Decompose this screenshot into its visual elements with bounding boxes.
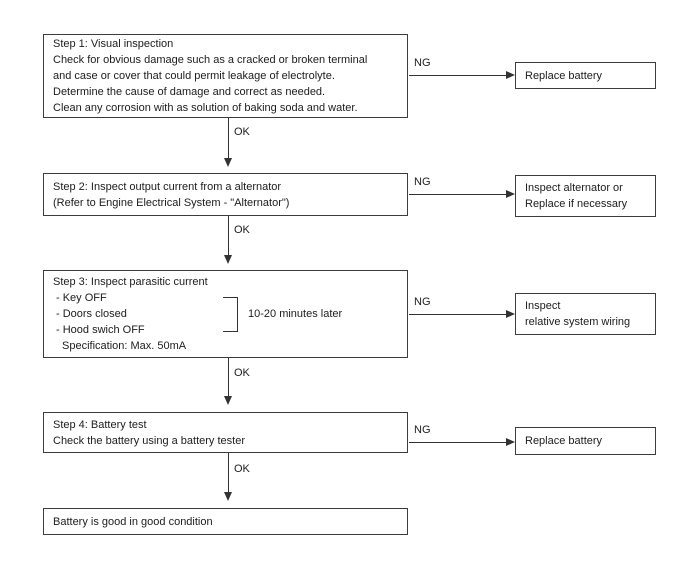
ng-label-2: NG (414, 176, 431, 188)
step-1-line-4: Determine the cause of damage and correc… (53, 86, 326, 98)
ok-label-1: OK (234, 126, 250, 138)
ok-connector-3-arrowhead-icon (224, 396, 232, 405)
step-4-line-1: Step 4: Battery test (53, 418, 147, 431)
ng-connector-2-line (409, 194, 506, 195)
step-3-bracket-note: 10-20 minutes later (248, 308, 343, 320)
ok-connector-2-arrowhead-icon (224, 255, 232, 264)
step-3-line-5: Specification: Max. 50mA (62, 340, 187, 352)
step-3-line-1: Step 3: Inspect parasitic current (53, 276, 208, 288)
ng-connector-1-arrowhead-icon (506, 71, 515, 79)
ng-action-1-line-1: Replace battery (525, 69, 603, 82)
step-2-line-2: (Refer to Engine Electrical System - "Al… (53, 196, 290, 209)
step-3-line-2: - Key OFF (56, 292, 107, 304)
ng-action-2-inspect-alternator-box: Inspect alternator or Replace if necessa… (515, 175, 656, 217)
ng-connector-3-arrowhead-icon (506, 310, 515, 318)
ok-connector-2-line (228, 216, 229, 255)
ok-connector-4-line (228, 453, 229, 492)
step-3-line-4: - Hood swich OFF (56, 324, 145, 336)
ng-action-3-line-2: relative system wiring (525, 316, 631, 328)
ng-label-1: NG (414, 57, 431, 69)
ng-connector-2-arrowhead-icon (506, 190, 515, 198)
ng-connector-4-line (409, 442, 506, 443)
step-4-battery-test-box: Step 4: Battery test Check the battery u… (43, 412, 408, 453)
ng-action-1-replace-battery-box: Replace battery (515, 62, 656, 89)
ng-action-2-line-1: Inspect alternator or (525, 182, 623, 194)
step-3-grouping-bracket (223, 297, 238, 332)
ok-label-2: OK (234, 224, 250, 236)
ng-label-3: NG (414, 296, 431, 308)
step-1-line-5: Clean any corrosion with as solution of … (53, 102, 358, 114)
ng-action-2-line-2: Replace if necessary (525, 198, 628, 210)
step-1-line-3: and case or cover that could permit leak… (53, 70, 335, 82)
ok-connector-3-line (228, 358, 229, 396)
step-3-line-3: - Doors closed (56, 308, 127, 320)
ok-connector-1-line (228, 118, 229, 158)
ng-action-4-replace-battery-box: Replace battery (515, 427, 656, 455)
step-4-line-2: Check the battery using a battery tester (53, 434, 245, 447)
ng-connector-1-line (409, 75, 506, 76)
step-1-line-1: Step 1: Visual inspection (53, 38, 174, 50)
ok-label-4: OK (234, 463, 250, 475)
ng-connector-4-arrowhead-icon (506, 438, 515, 446)
step-2-line-1: Step 2: Inspect output current from a al… (53, 180, 282, 193)
result-line-1: Battery is good in good condition (53, 515, 213, 528)
step-3-parasitic-current-box: Step 3: Inspect parasitic current - Key … (43, 270, 408, 358)
ng-label-4: NG (414, 424, 431, 436)
step-1-line-2: Check for obvious damage such as a crack… (53, 54, 368, 66)
step-1-visual-inspection-box: Step 1: Visual inspection Check for obvi… (43, 34, 408, 118)
ng-action-4-line-1: Replace battery (525, 435, 603, 447)
result-box: Battery is good in good condition (43, 508, 408, 535)
ok-connector-1-arrowhead-icon (224, 158, 232, 167)
step-2-alternator-output-box: Step 2: Inspect output current from a al… (43, 173, 408, 216)
ok-label-3: OK (234, 367, 250, 379)
ng-action-3-inspect-wiring-box: Inspect relative system wiring (515, 293, 656, 335)
ng-action-3-line-1: Inspect (525, 300, 561, 312)
ng-connector-3-line (409, 314, 506, 315)
ok-connector-4-arrowhead-icon (224, 492, 232, 501)
